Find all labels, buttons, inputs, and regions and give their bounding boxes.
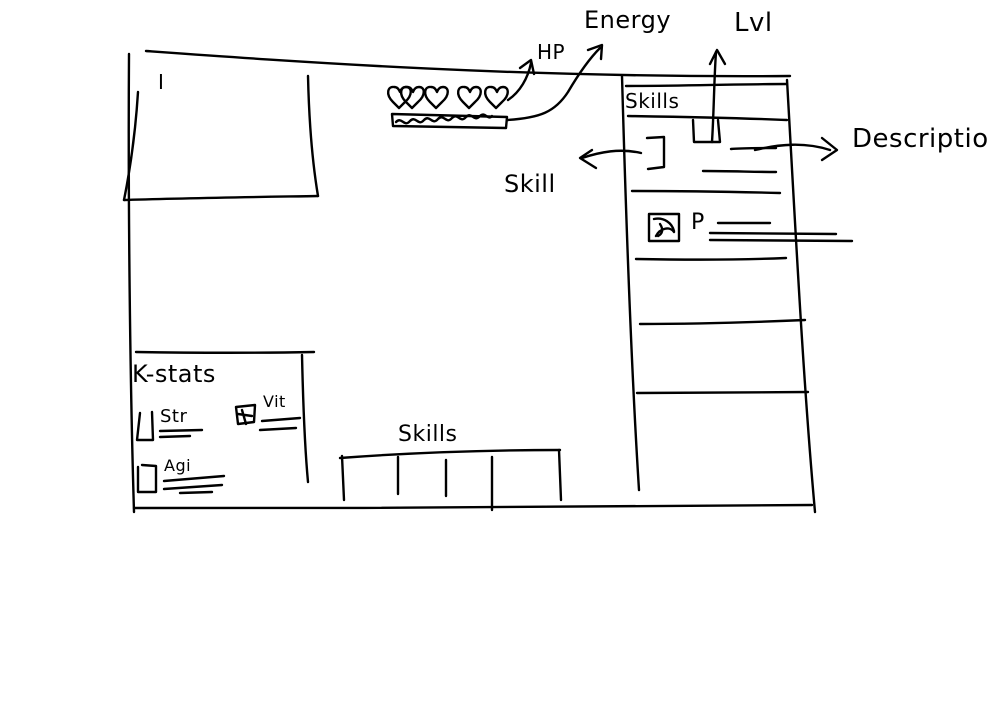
- skill-annotation: Skill: [504, 170, 556, 198]
- lvl-square-icon: [691, 118, 722, 144]
- skills-panel[interactable]: [620, 74, 810, 492]
- stat-str-label: Str: [160, 406, 188, 427]
- skill-slot-icon[interactable]: [645, 135, 666, 171]
- stats-panel-title: K-stats: [132, 360, 216, 388]
- ornament-mark: P: [691, 210, 705, 235]
- stat-vit-label: Vit: [263, 392, 286, 411]
- hp-hearts: [387, 85, 509, 110]
- energy-annotation: Energy: [584, 6, 672, 34]
- stat-agi-label: Agi: [164, 456, 192, 475]
- main-frame: [127, 49, 817, 514]
- skill-bar[interactable]: [338, 448, 563, 512]
- skills-panel-title: Skills: [625, 89, 680, 113]
- energy-bar: [390, 112, 509, 130]
- stats-panel[interactable]: [134, 350, 316, 495]
- skill-bar-title: Skills: [398, 422, 458, 447]
- description-lines: [701, 146, 854, 243]
- hp-annotation: HP: [537, 40, 566, 64]
- description-annotation: Description: [852, 124, 989, 154]
- top-left-panel[interactable]: [122, 74, 320, 202]
- ornate-tile-icon[interactable]: [647, 212, 681, 243]
- lvl-annotation: Lvl: [734, 8, 773, 38]
- top-left-panel-label: I: [158, 70, 165, 94]
